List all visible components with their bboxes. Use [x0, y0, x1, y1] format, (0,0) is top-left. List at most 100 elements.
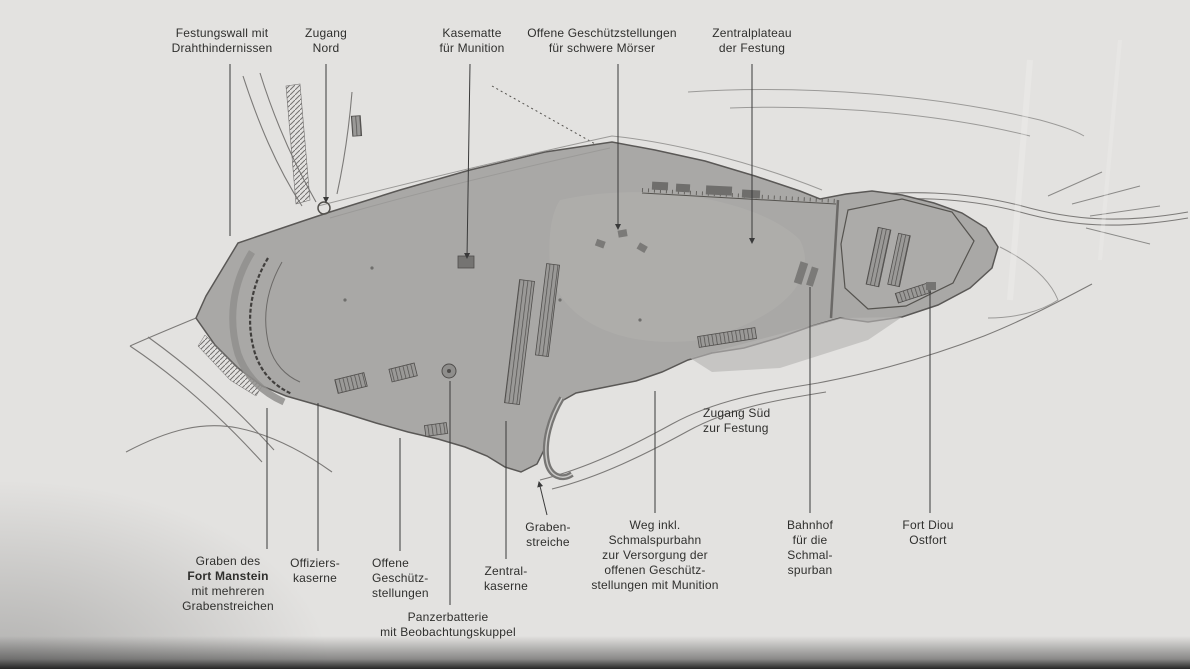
observation-cupola [447, 369, 451, 373]
inner-terrace-line [329, 147, 611, 219]
label-line: Fort Diou [902, 518, 954, 532]
label-graben-fort-manstein: Graben des Fort Manstein mit mehreren Gr… [182, 554, 274, 614]
label-zentralkaserne: Zentral- kaserne [484, 564, 528, 594]
fortification-wall-hatch-west [197, 334, 263, 397]
label-line: offenen Geschütz- [604, 563, 706, 577]
label-line: Graben des [195, 554, 261, 568]
label-offene-geschuetz: Offene Geschütz- stellungen [372, 556, 429, 601]
mortar-positions [594, 229, 648, 253]
crenellated-wall [248, 257, 293, 396]
label-line: spurban [787, 563, 833, 577]
label-line: Schmalspurbahn [608, 533, 702, 547]
label-line: Ostfort [909, 533, 947, 547]
road-south-main [539, 283, 1093, 481]
ammunition-casemate [457, 255, 475, 269]
south-shadow [690, 317, 902, 372]
road-southwest-a [129, 345, 263, 463]
label-bahnhof: Bahnhof für die Schmal- spurban [787, 518, 833, 578]
ostfort-structure [926, 282, 936, 290]
label-panzerbatterie: Panzerbatterie mit Beobachtungskuppel [380, 610, 516, 640]
label-line: zur Festung [703, 421, 769, 435]
label-line: Zentralplateau [712, 26, 792, 40]
label-line: stellungen mit Munition [591, 578, 719, 592]
road-north-gate [336, 91, 353, 195]
label-line: kaserne [292, 571, 338, 585]
label-line: mit mehreren [191, 584, 265, 598]
officers-barracks [334, 372, 368, 394]
label-line: kaserne [483, 579, 529, 593]
label-line: stellungen [372, 586, 429, 600]
label-line: Bahnhof [786, 518, 834, 532]
inner-wall-line [265, 261, 301, 383]
label-line: Nord [312, 41, 340, 55]
label-line: Offene Geschützstellungen [527, 26, 677, 40]
label-line: für schwere Mörser [548, 41, 656, 55]
label-line: Kasematte [442, 26, 502, 40]
leader-kasematte [464, 63, 471, 259]
central-barracks-b [534, 263, 560, 357]
label-zugang-nord: Zugang Nord [305, 26, 347, 56]
label-offizierskaserne: Offiziers- kaserne [290, 556, 340, 586]
road-west-tip [129, 317, 197, 347]
scattered-structures [343, 266, 642, 322]
ostfort-barracks-b [887, 232, 911, 288]
label-line: der Festung [718, 41, 786, 55]
paper-texture [0, 39, 1190, 669]
glacis-east-outline [987, 246, 1059, 319]
label-line: Zugang Süd [703, 406, 771, 420]
label-line: Offiziers- [290, 556, 340, 570]
north-gate [317, 201, 331, 215]
label-line: für die [792, 533, 828, 547]
road-southwest-b [147, 336, 275, 451]
label-line: Festungswall mit [175, 26, 269, 40]
road-south-parallel [551, 391, 827, 490]
casemate-west [388, 362, 418, 383]
label-line: zur Versorgung der [602, 548, 708, 562]
label-weg-schmalspurbahn: Weg inkl. Schmalspurbahn zur Versorgung … [591, 518, 718, 593]
label-fort-diou-ostfort: Fort Diou Ostfort [902, 518, 953, 548]
railway-platforms [651, 181, 761, 199]
moat-fort-manstein [229, 250, 286, 406]
ditch-east [829, 199, 840, 319]
central-barracks-a [504, 279, 535, 405]
fortification-wall-hatch-north [285, 83, 311, 205]
open-battery-south [423, 422, 449, 437]
ostfort-barracks-a [865, 226, 892, 288]
outwork-building [350, 115, 363, 137]
narrow-gauge-railway [641, 192, 837, 205]
label-line: für Munition [439, 41, 505, 55]
label-line: Grabenstreichen [182, 599, 274, 613]
label-line: Panzerbatterie [407, 610, 489, 624]
label-line: streiche [526, 535, 570, 549]
topo-line-b [729, 106, 1031, 137]
south-barracks [697, 327, 758, 348]
label-festungswall: Festungswall mit Drahthindernissen [172, 26, 273, 56]
label-line: mit Beobachtungskuppel [380, 625, 516, 639]
topo-line-a [687, 89, 1085, 137]
label-grabenstreiche: Graben- streiche [525, 520, 570, 550]
road-northwest-a [242, 75, 303, 207]
label-line: Offene [372, 556, 410, 570]
label-zentralplateau: Zentralplateau der Festung [712, 26, 792, 56]
station-buildings [793, 261, 819, 287]
label-line: Zentral- [484, 564, 528, 578]
ditch-hook-highlight [545, 397, 573, 478]
leader-grabenstreiche [537, 481, 548, 516]
leader-lines [229, 63, 931, 605]
label-line: Zugang [305, 26, 347, 40]
label-kasematte: Kasematte für Munition [439, 26, 504, 56]
fort-buildings [317, 201, 936, 437]
label-offene-moerser: Offene Geschützstellungen für schwere Mö… [527, 26, 677, 56]
label-zugang-sued: Zugang Süd zur Festung [703, 406, 770, 436]
label-line: Geschütz- [372, 571, 429, 585]
label-line: Graben- [525, 520, 571, 534]
dotted-boundary [491, 85, 598, 146]
label-line: Weg inkl. [629, 518, 681, 532]
label-line: Schmal- [787, 548, 833, 562]
label-line: Fort Manstein [187, 569, 269, 583]
terrain-lines [125, 72, 1189, 490]
railway-east-a [837, 192, 1189, 220]
central-plateau [549, 192, 806, 342]
